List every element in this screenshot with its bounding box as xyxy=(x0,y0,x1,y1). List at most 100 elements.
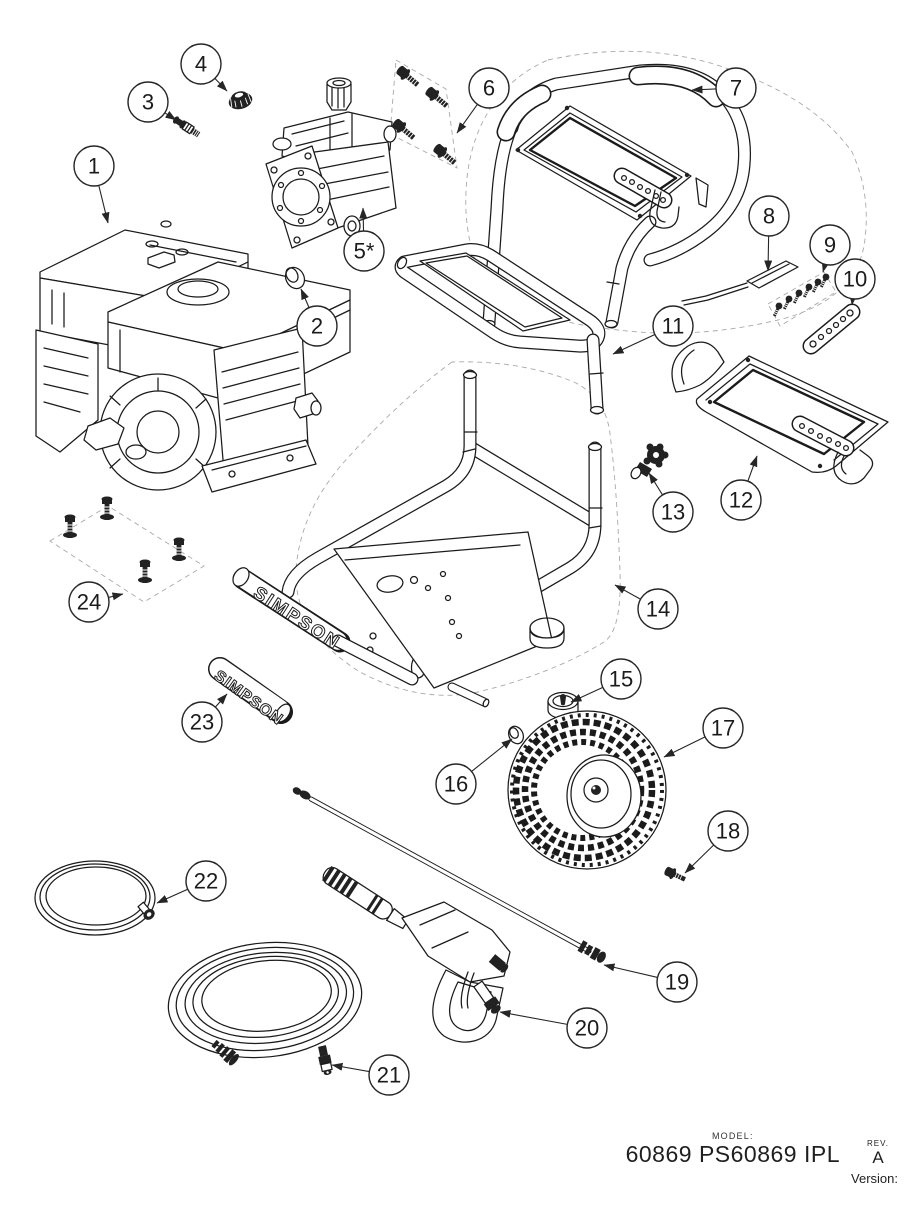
callout-number: 22 xyxy=(194,869,218,894)
callout-number: 2 xyxy=(311,314,323,339)
handle-assembly-drawing xyxy=(482,63,752,329)
callout-9: 9 xyxy=(809,224,851,273)
rev-value: A xyxy=(872,1148,884,1167)
callout-number: 16 xyxy=(444,772,468,797)
callout-balloon xyxy=(652,491,694,533)
callout-balloon xyxy=(127,81,169,123)
callout-number: 18 xyxy=(716,819,740,844)
fitting-drawing xyxy=(172,116,201,138)
callout-11: 11 xyxy=(612,305,694,355)
callout-balloon xyxy=(707,810,749,852)
version-label: Version: xyxy=(851,1171,898,1186)
frame-drawing: SIMPSON xyxy=(232,369,603,708)
callout-number: 24 xyxy=(77,590,101,615)
callout-10: 10 xyxy=(834,258,876,306)
axle-bolt-drawing xyxy=(664,866,686,882)
callout-17: 17 xyxy=(663,707,744,758)
callout-number: 13 xyxy=(661,500,685,525)
callout-5: 5* xyxy=(343,207,385,272)
hose-drawing xyxy=(167,941,363,1075)
callout-3: 3 xyxy=(127,81,177,123)
callout-12: 12 xyxy=(720,455,762,521)
upper-handle-drawing xyxy=(394,243,606,415)
wand-drawing xyxy=(292,787,606,963)
callout-number: 11 xyxy=(662,314,685,339)
callout-balloon xyxy=(435,763,477,805)
callout-balloon xyxy=(637,588,679,630)
callout-15: 15 xyxy=(570,658,642,703)
callout-balloon xyxy=(296,305,338,347)
callout-balloon xyxy=(748,195,790,237)
callout-number: 17 xyxy=(711,716,735,741)
callout-number: 3 xyxy=(142,90,154,115)
tool-drawing xyxy=(681,260,799,306)
engine-drawing xyxy=(35,220,351,493)
callout-number: 9 xyxy=(824,233,836,258)
callout-balloon xyxy=(180,43,222,85)
callout-number: 5* xyxy=(354,239,375,264)
callout-balloon xyxy=(185,860,227,902)
callout-number: 12 xyxy=(729,488,753,513)
callout-18: 18 xyxy=(684,810,749,874)
callout-balloon xyxy=(181,701,223,743)
panel-drawing xyxy=(671,341,889,485)
callout-balloon xyxy=(73,145,115,187)
callout-23: 23 xyxy=(181,693,228,743)
plug-cap-drawing xyxy=(284,266,306,290)
callout-24: 24 xyxy=(68,581,124,623)
callout-6: 6 xyxy=(456,67,510,134)
callout-number: 10 xyxy=(843,267,867,292)
callout-number: 7 xyxy=(730,76,742,101)
callout-balloon xyxy=(809,224,851,266)
callout-number: 14 xyxy=(646,597,670,622)
callout-balloon xyxy=(368,1054,410,1096)
callout-balloon xyxy=(652,305,694,347)
title-block: MODEL: 60869 PS60869 IPL REV. A Version: xyxy=(626,1131,900,1186)
callout-balloon xyxy=(566,1007,608,1049)
callout-16: 16 xyxy=(435,738,513,805)
callout-number: 21 xyxy=(377,1063,401,1088)
callout-22: 22 xyxy=(156,860,227,904)
strip-drawing xyxy=(802,303,861,355)
callout-number: 19 xyxy=(665,970,689,995)
callout-13: 13 xyxy=(648,472,694,533)
model-label: MODEL: xyxy=(711,1131,754,1141)
callout-4: 4 xyxy=(180,43,228,92)
callout-balloon xyxy=(68,581,110,623)
callout-balloon xyxy=(656,961,698,1003)
frame-bolts-drawing xyxy=(63,496,186,583)
callout-number: 4 xyxy=(195,52,207,77)
callout-number: 23 xyxy=(190,710,214,735)
callout-1: 1 xyxy=(73,145,115,224)
callout-21: 21 xyxy=(331,1054,410,1096)
callout-7: 7 xyxy=(691,67,757,109)
pump-bolts-drawing xyxy=(392,65,457,165)
oil-cap-drawing xyxy=(228,91,253,110)
callout-balloon xyxy=(720,479,762,521)
callout-balloon xyxy=(715,67,757,109)
callout-balloon xyxy=(343,230,385,272)
wheel-drawing xyxy=(507,710,667,870)
callout-19: 19 xyxy=(603,961,698,1003)
siphon-tube-drawing xyxy=(34,860,156,936)
screw-set-drawing xyxy=(772,273,830,317)
callout-14: 14 xyxy=(614,584,679,630)
model-value: 60869 PS60869 IPL xyxy=(625,1141,840,1167)
knob-drawing xyxy=(630,443,669,480)
callout-8: 8 xyxy=(748,195,790,272)
pump-drawing xyxy=(265,77,397,249)
callout-number: 6 xyxy=(483,76,495,101)
callout-20: 20 xyxy=(499,1007,608,1049)
callout-number: 15 xyxy=(609,667,633,692)
callout-balloon xyxy=(702,707,744,749)
callout-balloon xyxy=(600,658,642,700)
callout-number: 1 xyxy=(88,154,100,179)
callout-number: 8 xyxy=(763,204,775,229)
spray-gun-drawing xyxy=(322,865,511,1043)
callout-balloon xyxy=(468,67,510,109)
callout-balloon xyxy=(834,258,876,300)
rev-label: REV. xyxy=(867,1139,889,1148)
